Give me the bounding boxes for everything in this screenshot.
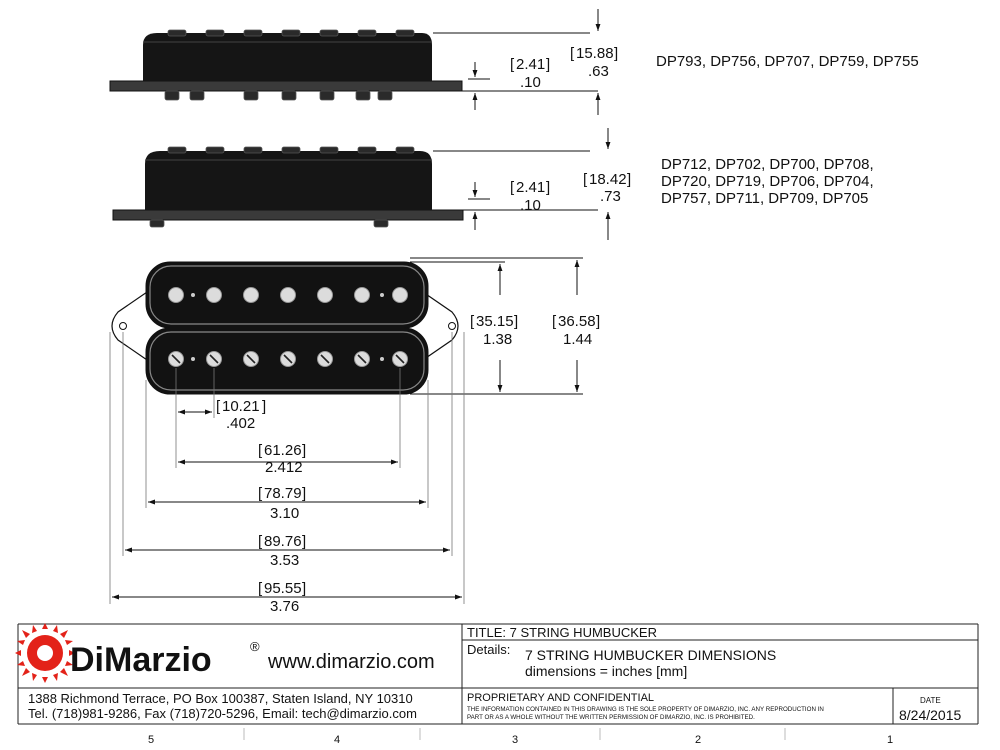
side-view-short: [2.41] .10 [15.88] .63 DP793, DP756, DP7… xyxy=(109,9,919,115)
base-in: .10 xyxy=(520,74,541,91)
svg-text:[: [ xyxy=(552,313,557,330)
notice-line-1: THE INFORMATION CONTAINED IN THIS DRAWIN… xyxy=(467,706,824,713)
svg-text:]: ] xyxy=(302,580,306,597)
mount-plate xyxy=(109,80,463,92)
mount-in: 3.53 xyxy=(270,552,299,569)
notice-line-2: PART OR AS A WHOLE WITHOUT THE WRITTEN P… xyxy=(467,714,755,721)
svg-text:[: [ xyxy=(258,580,263,597)
details-label: Details: xyxy=(467,642,510,657)
overall-mm: 95.55 xyxy=(264,580,302,597)
model-list-line-2: DP720, DP719, DP706, DP704, xyxy=(661,173,874,190)
cover xyxy=(145,151,432,210)
cover xyxy=(143,33,432,81)
svg-text:]: ] xyxy=(614,45,618,62)
details-line-2: dimensions = inches [mm] xyxy=(525,663,687,679)
details-line-1: 7 STRING HUMBUCKER DIMENSIONS xyxy=(525,647,776,663)
base-in: .10 xyxy=(520,197,541,214)
body-mm: 78.79 xyxy=(264,485,302,502)
registered-mark: ® xyxy=(250,639,260,654)
mount-plate xyxy=(112,209,464,221)
svg-text:]: ] xyxy=(302,485,306,502)
height-in: .73 xyxy=(600,188,621,205)
body-in: 3.10 xyxy=(270,505,299,522)
svg-text:]: ] xyxy=(262,398,266,415)
svg-text:]: ] xyxy=(627,171,631,188)
svg-text:[: [ xyxy=(510,56,515,73)
svg-text:[: [ xyxy=(216,398,221,415)
svg-text:]: ] xyxy=(302,442,306,459)
svg-text:]: ] xyxy=(546,56,550,73)
height-in: .63 xyxy=(588,63,609,80)
width1-in: 1.38 xyxy=(483,331,512,348)
width1-mm: 35.15 xyxy=(476,313,514,330)
height-mm: 15.88 xyxy=(576,45,614,62)
span-in: 2.412 xyxy=(265,459,303,476)
company-contact: Tel. (718)981-9286, Fax (718)720-5296, E… xyxy=(28,706,417,721)
width2-mm: 36.58 xyxy=(558,313,596,330)
side-view-tall: [2.41] .10 [18.42] .73 DP712, DP702, DP7… xyxy=(112,128,874,240)
model-list-line-3: DP757, DP711, DP709, DP705 xyxy=(661,190,868,207)
brand-name: DiMarzio xyxy=(70,641,212,679)
svg-text:[: [ xyxy=(258,442,263,459)
zone-5: 5 xyxy=(148,734,154,746)
model-list-line-1: DP712, DP702, DP700, DP708, xyxy=(661,156,874,173)
plan-view: [35.15] 1.38 [36.58] 1.44 [10.21] .402 [… xyxy=(109,257,600,615)
height-mm: 18.42 xyxy=(589,171,627,188)
title-block: DiMarzio ® www.dimarzio.com 1388 Richmon… xyxy=(15,623,979,746)
svg-text:]: ] xyxy=(546,179,550,196)
svg-text:]: ] xyxy=(596,313,600,330)
pole-in: .402 xyxy=(226,415,255,432)
svg-text:]: ] xyxy=(302,533,306,550)
zone-1: 1 xyxy=(887,734,893,746)
zone-2: 2 xyxy=(695,734,701,746)
mount-mm: 89.76 xyxy=(264,533,302,550)
date-label: DATE xyxy=(920,696,941,705)
span-mm: 61.26 xyxy=(264,442,302,459)
width2-in: 1.44 xyxy=(563,331,592,348)
svg-text:[: [ xyxy=(258,533,263,550)
svg-text:[: [ xyxy=(510,179,515,196)
svg-text:[: [ xyxy=(258,485,263,502)
company-address: 1388 Richmond Terrace, PO Box 100387, St… xyxy=(28,691,413,706)
overall-in: 3.76 xyxy=(270,598,299,615)
website-link[interactable]: www.dimarzio.com xyxy=(267,651,435,673)
svg-text:[: [ xyxy=(470,313,475,330)
date-value: 8/24/2015 xyxy=(899,707,961,723)
model-list: DP793, DP756, DP707, DP759, DP755 xyxy=(656,53,919,70)
proprietary-label: PROPRIETARY AND CONFIDENTIAL xyxy=(467,692,654,704)
base-mm: 2.41 xyxy=(516,56,545,73)
svg-text:[: [ xyxy=(583,171,588,188)
pole-mm: 10.21 xyxy=(222,398,260,415)
svg-text:]: ] xyxy=(514,313,518,330)
zone-3: 3 xyxy=(512,734,518,746)
drawing-title: TITLE: 7 STRING HUMBUCKER xyxy=(467,625,657,640)
zone-4: 4 xyxy=(334,734,340,746)
base-mm: 2.41 xyxy=(516,179,545,196)
svg-text:[: [ xyxy=(570,45,575,62)
dimarzio-logo: DiMarzio ® xyxy=(15,623,260,683)
